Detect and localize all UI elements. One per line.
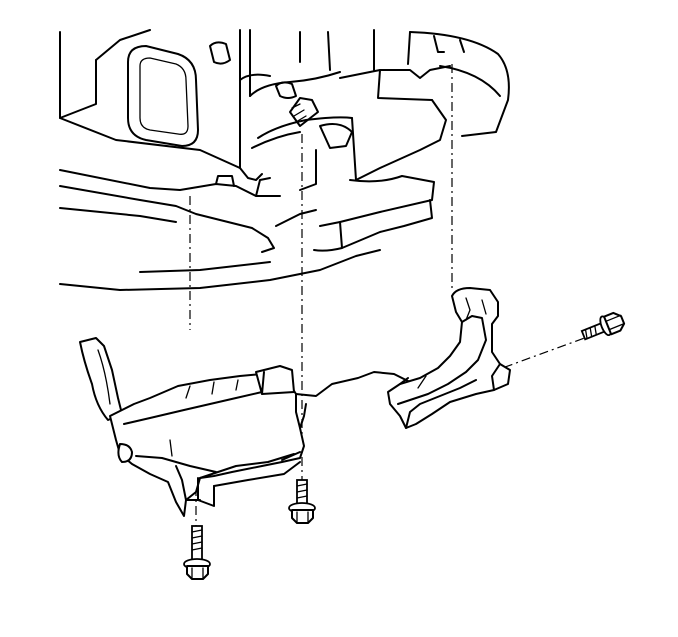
engine-block: [59, 29, 510, 291]
splash-shield: [79, 337, 421, 517]
hex-flange-bolt-icon: [183, 525, 211, 580]
hex-flange-bolt-icon: [580, 311, 626, 341]
shield-bracket: [387, 287, 511, 429]
hex-flange-bolt-icon: [288, 479, 316, 524]
